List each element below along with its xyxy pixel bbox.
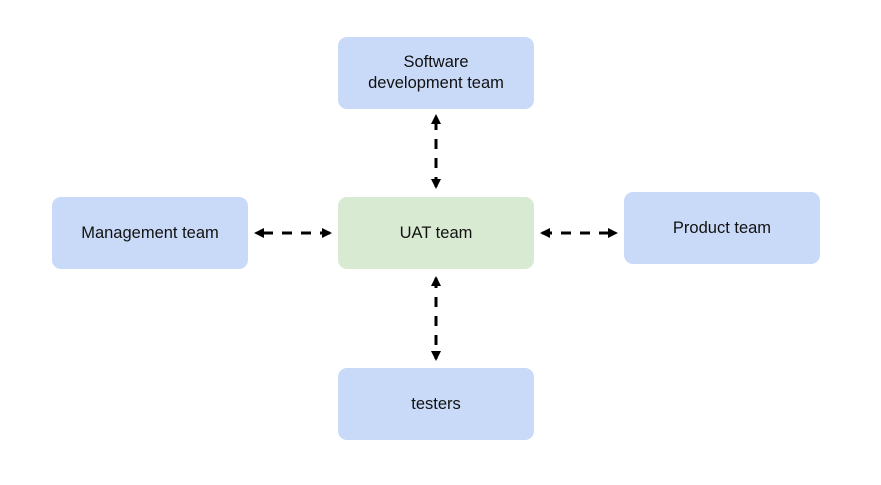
node-label: UAT team xyxy=(399,223,473,242)
node-uat-team: UAT team xyxy=(338,197,534,269)
node-label: Management team xyxy=(81,223,219,242)
node-product-team: Product team xyxy=(624,192,820,264)
node-label: Software development team xyxy=(368,53,504,92)
node-label: Product team xyxy=(672,218,772,237)
node-software-development-team: Software development team xyxy=(338,37,534,109)
node-management-team: Management team xyxy=(52,197,248,269)
node-label: testers xyxy=(411,394,461,413)
node-testers: testers xyxy=(338,368,534,440)
